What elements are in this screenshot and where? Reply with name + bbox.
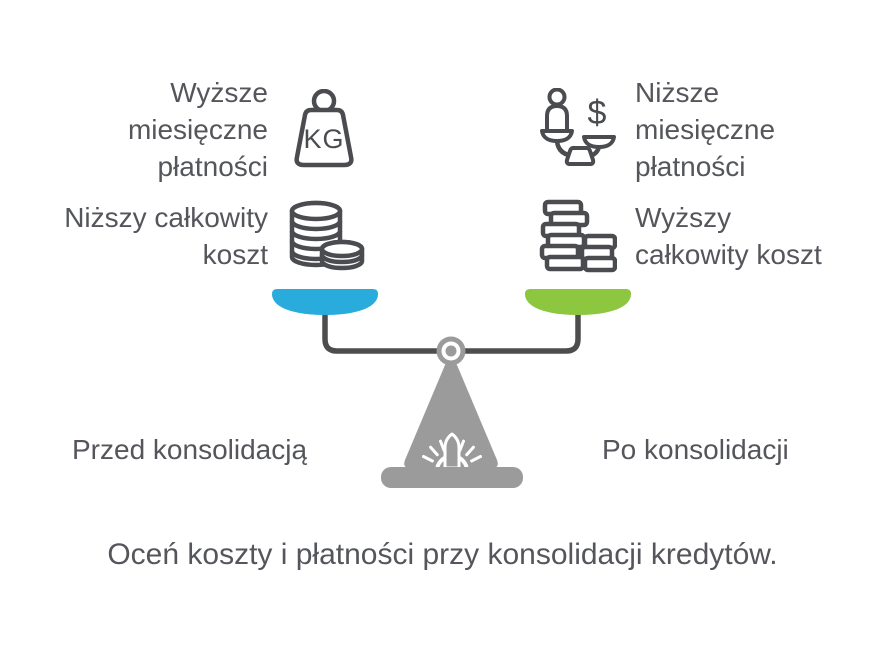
right-hanger-beam <box>462 315 581 354</box>
label-lower-total-cost: Niższy całkowity koszt <box>64 199 268 273</box>
pivot-center <box>445 345 457 357</box>
kg-text: KG <box>303 124 344 154</box>
label-line: całkowity koszt <box>635 239 822 270</box>
scale-base <box>381 467 523 488</box>
label-line: koszt <box>202 239 268 270</box>
right-pan-green <box>525 289 631 315</box>
label-line: Niższe <box>635 77 720 108</box>
kg-weight-icon: KG <box>285 89 363 169</box>
label-line: Niższy całkowity <box>64 202 268 233</box>
balance-person-dollar-icon: $ <box>540 88 620 172</box>
label-line: płatności <box>635 151 746 182</box>
left-hanger-beam <box>322 315 440 354</box>
dial-needle <box>443 432 461 470</box>
label-higher-total-cost: Wyższy całkowity koszt <box>635 199 822 273</box>
label-line: Wyższe <box>170 77 268 108</box>
label-line: płatności <box>157 151 268 182</box>
label-line: Wyższy <box>635 202 732 233</box>
label-line: miesięczne <box>127 114 268 145</box>
scale-body <box>404 361 498 468</box>
coin-stack-icon <box>287 199 365 275</box>
caption-after-consolidation: Po konsolidacji <box>602 434 789 465</box>
left-pan-blue <box>272 289 378 315</box>
label-line: miesięczne <box>635 114 776 145</box>
rect-coin-stacks-icon <box>539 199 617 277</box>
label-lower-monthly-payments: Niższe miesięczne płatności <box>635 74 775 185</box>
dollar-text: $ <box>588 94 607 132</box>
label-higher-monthly-payments: Wyższe miesięczne płatności <box>128 74 268 185</box>
footer-caption: Oceń koszty i płatności przy konsolidacj… <box>107 538 778 571</box>
caption-before-consolidation: Przed konsolidacją <box>72 434 308 465</box>
